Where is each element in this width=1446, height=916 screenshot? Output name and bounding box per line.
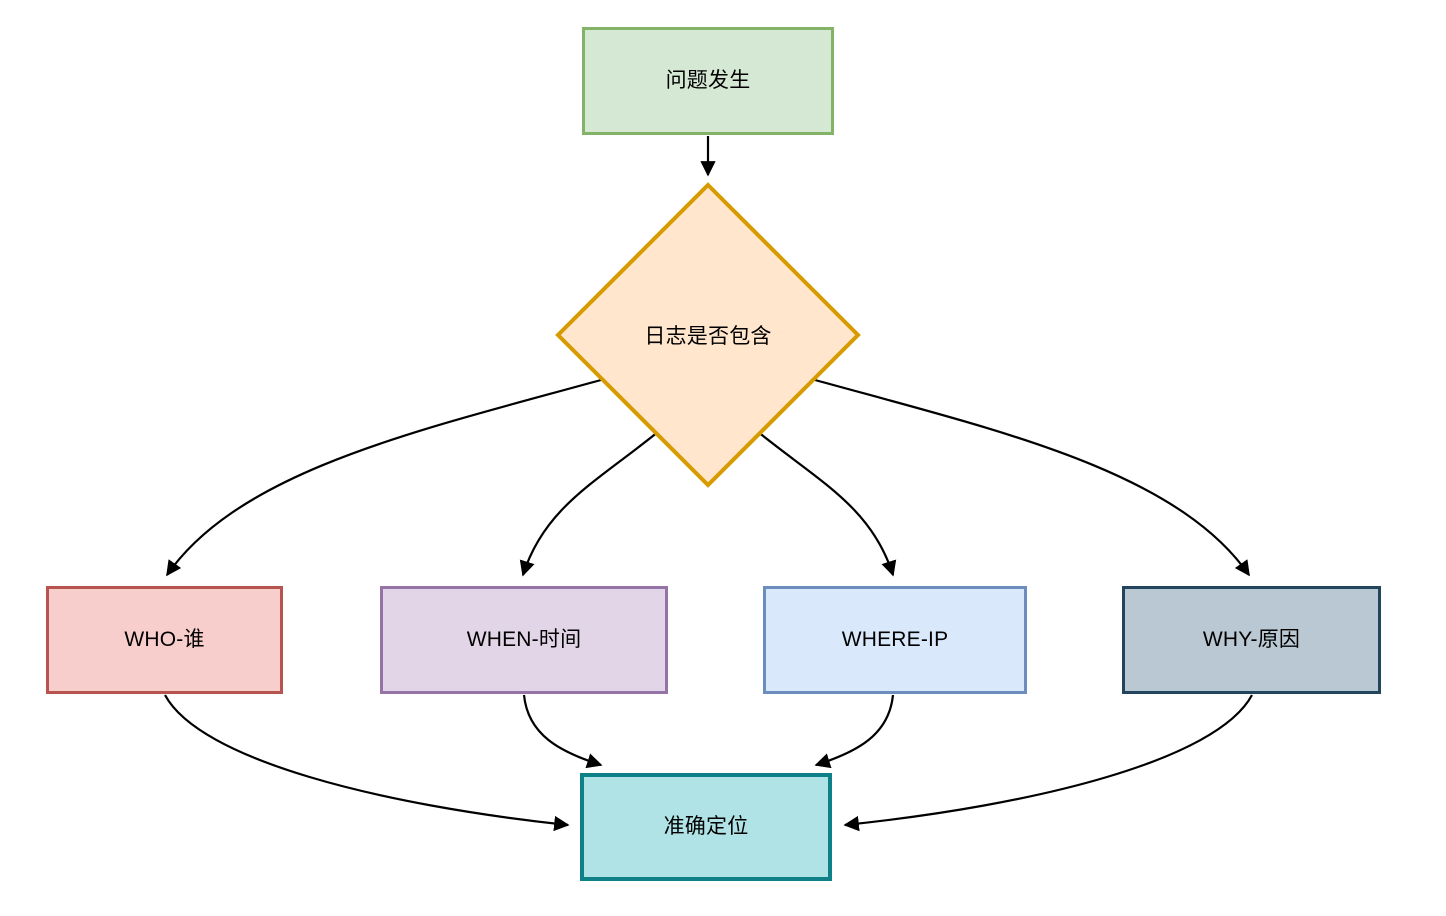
node-start-label: 问题发生 — [665, 68, 751, 92]
edge-when-to-result — [522, 694, 603, 769]
edge-decision-to-who — [166, 378, 602, 577]
node-result-label: 准确定位 — [663, 814, 749, 838]
edge-where-to-result — [814, 694, 895, 769]
node-decision-label: 日志是否包含 — [644, 325, 772, 348]
node-who[interactable]: WHO-谁 — [46, 586, 283, 694]
node-why-label: WHY-原因 — [1202, 627, 1301, 651]
edge-decision-to-why — [814, 378, 1250, 577]
node-why[interactable]: WHY-原因 — [1122, 586, 1381, 694]
node-who-label: WHO-谁 — [124, 627, 205, 651]
node-decision[interactable]: 日志是否包含 — [555, 182, 861, 488]
node-result[interactable]: 准确定位 — [580, 773, 832, 881]
node-start[interactable]: 问题发生 — [582, 27, 834, 135]
node-where[interactable]: WHERE-IP — [763, 586, 1027, 694]
edge-why-to-result — [843, 694, 1253, 832]
node-where-label: WHERE-IP — [841, 627, 949, 651]
edge-who-to-result — [164, 694, 570, 832]
node-when[interactable]: WHEN-时间 — [380, 586, 668, 694]
diamond-shape — [555, 182, 861, 488]
node-when-label: WHEN-时间 — [466, 627, 582, 651]
